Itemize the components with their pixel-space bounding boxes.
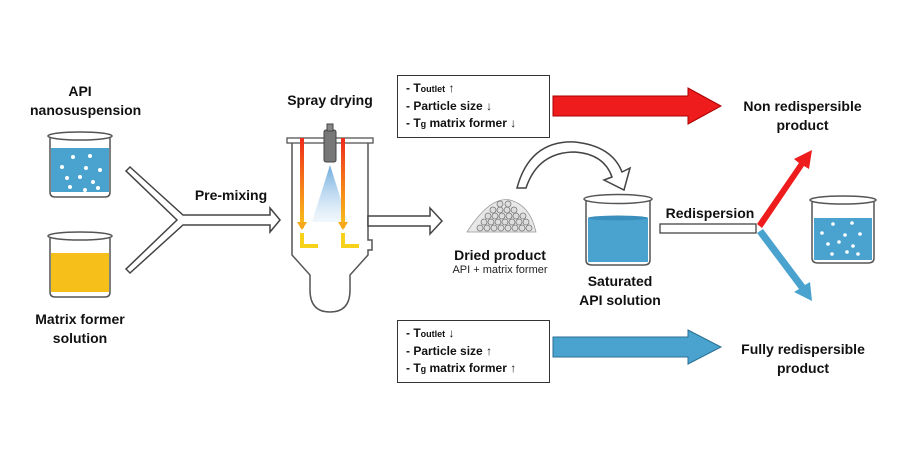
label-line: Fully redispersible	[741, 341, 865, 357]
yellow-liquid	[51, 253, 109, 292]
nozzle	[323, 129, 337, 163]
label-spray-drying: Spray drying	[287, 92, 373, 108]
blue-branch-arrow	[757, 229, 812, 301]
condition-particle-size: - Particle size ↑	[406, 344, 493, 358]
spray-dryer	[286, 123, 374, 313]
curved-arrow	[516, 141, 632, 192]
blue-arrow-fully-redispersible	[552, 329, 723, 365]
label-fully-redispersible-product: Fully redispersible product	[728, 340, 878, 378]
conditions-box-non-redispersible: - Toutlet ↑ - Particle size ↓ - Tg matri…	[397, 75, 550, 138]
beaker-api-nanosuspension	[47, 131, 113, 198]
arrow-down-icon: ↓	[486, 99, 493, 113]
redispersion-bar	[659, 223, 757, 234]
label-line: Saturated	[587, 273, 653, 289]
particles	[60, 154, 102, 192]
label-redispersion: Redispersion	[665, 205, 755, 221]
red-arrow-non-redispersible	[552, 87, 723, 125]
label-line: product	[776, 360, 830, 376]
label-dried-product-sub: API + matrix former	[452, 264, 548, 276]
label-non-redispersible-product: Non redispersible product	[730, 97, 875, 135]
label-line: product	[776, 117, 829, 133]
arrow-down-icon: ↓	[510, 116, 517, 130]
label-dried-product: Dried product	[454, 247, 546, 263]
heat-tube-left	[300, 138, 304, 228]
label-line: API	[68, 83, 92, 99]
arrow-up-icon: ↑	[510, 361, 517, 375]
label-line: Matrix former	[35, 311, 125, 327]
arrow-down-icon: ↓	[448, 326, 455, 340]
conditions-box-fully-redispersible: - Toutlet ↓ - Particle size ↑ - Tg matri…	[397, 320, 550, 383]
condition-tg-matrix-former: - Tg matrix former ↑	[406, 361, 517, 375]
condition-t-outlet: - Toutlet ↑	[406, 81, 455, 95]
label-line: nanosuspension	[30, 102, 142, 118]
condition-particle-size: - Particle size ↓	[406, 99, 493, 113]
label-api-nanosuspension: API nanosuspension	[30, 82, 142, 120]
label-matrix-former-solution: Matrix former solution	[20, 310, 140, 348]
arrow-up-icon: ↑	[486, 344, 493, 358]
label-line: API solution	[579, 292, 661, 308]
label-line: Non redispersible	[743, 98, 862, 114]
condition-tg-matrix-former: - Tg matrix former ↓	[406, 116, 517, 130]
pre-mixing-arrow	[124, 165, 281, 275]
beaker-saturated-api-solution	[583, 193, 653, 266]
beaker-matrix-former	[47, 231, 113, 298]
heat-tube-right	[341, 138, 345, 228]
arrow-up-icon: ↑	[448, 81, 455, 95]
arrow-to-dried-product	[367, 206, 444, 236]
spray-cone	[312, 165, 348, 222]
label-pre-mixing: Pre-mixing	[194, 187, 268, 203]
red-branch-arrow	[757, 150, 812, 228]
label-saturated-api-solution: Saturated API solution	[565, 272, 675, 310]
dried-product-pile	[466, 199, 537, 233]
condition-t-outlet: - Toutlet ↓	[406, 326, 455, 340]
beaker-redispersed	[809, 195, 877, 264]
label-line: solution	[52, 330, 108, 346]
